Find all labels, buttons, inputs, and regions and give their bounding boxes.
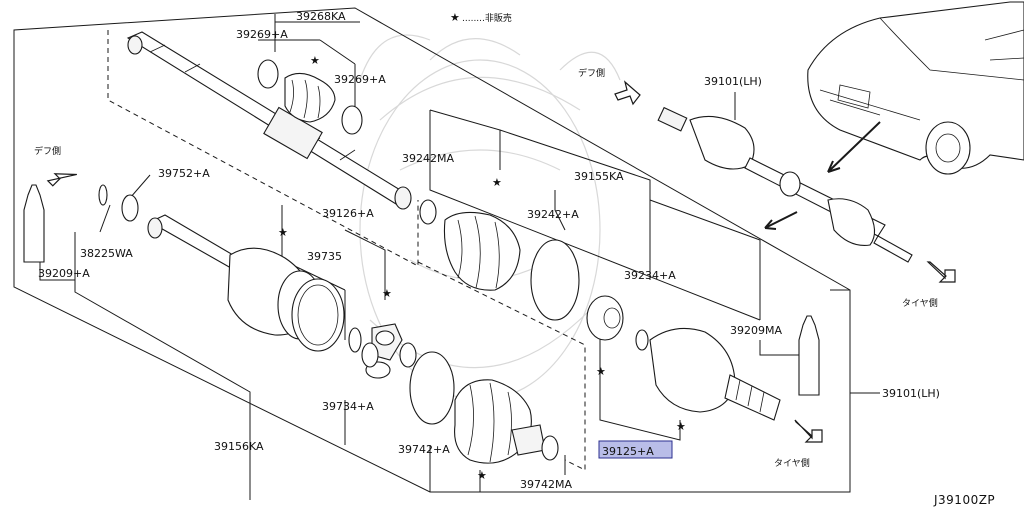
- part-labels: 39268KA 39269+A 39269+A 39752+A 38225WA …: [38, 10, 940, 491]
- part-label-39101LH[interactable]: 39101(LH): [882, 387, 940, 400]
- legend-star: ★: [450, 11, 460, 24]
- vehicle-illustration: [807, 1, 1024, 175]
- non-sale-markers: ★ ★ ★ ★ ★ ★ ★: [278, 54, 686, 482]
- part-label-39101LH[interactable]: 39101(LH): [704, 75, 762, 88]
- part-label-39125A[interactable]: 39125+A: [602, 445, 654, 458]
- direction-label-diff: デフ側: [578, 67, 605, 79]
- grease-tube-39209MA: [798, 315, 820, 396]
- group-inner-shaft: [107, 30, 419, 267]
- star-marker: ★: [596, 365, 606, 378]
- direction-label-tire: タイヤ側: [902, 297, 938, 309]
- direction-label-tire: タイヤ側: [774, 457, 810, 469]
- part-label-39752A[interactable]: 39752+A: [158, 167, 210, 180]
- part-label-39209MA[interactable]: 39209MA: [730, 324, 782, 337]
- part-label-39234A[interactable]: 39234+A: [624, 269, 676, 282]
- leader-lines: [39, 14, 880, 500]
- star-marker: ★: [492, 176, 502, 189]
- direction-arrow-diff-left: [46, 173, 77, 187]
- inner-joint-housing: [147, 214, 417, 379]
- vehicle-pointer-arrow: [827, 121, 881, 173]
- part-label-39735[interactable]: 39735: [307, 250, 342, 263]
- small-boot-top: [257, 59, 363, 135]
- star-marker: ★: [310, 54, 320, 67]
- assembly-pointer-arrow: [764, 211, 798, 230]
- drive-shaft: [126, 31, 412, 210]
- part-label-39126A[interactable]: 39126+A: [322, 207, 374, 220]
- direction-label-diff: デフ側: [34, 145, 61, 157]
- grease-tube-39209A: [23, 184, 45, 263]
- diagram-code: J39100ZP: [933, 493, 995, 507]
- part-label-39269A[interactable]: 39269+A: [334, 73, 386, 86]
- part-label-39742MA[interactable]: 39742MA: [520, 478, 572, 491]
- part-label-39269A[interactable]: 39269+A: [236, 28, 288, 41]
- direction-arrow-tire-bottom: [794, 419, 823, 443]
- star-marker: ★: [676, 420, 686, 433]
- direction-arrow-tire-right: [926, 261, 956, 283]
- outer-boot: [419, 199, 580, 321]
- outer-cv-joint: [586, 295, 781, 421]
- part-label-38225WA[interactable]: 38225WA: [80, 247, 133, 260]
- ring-39752A: [121, 194, 139, 222]
- part-label-39742A[interactable]: 39742+A: [398, 443, 450, 456]
- assembled-shaft-lh: [657, 106, 913, 263]
- inner-boot: [409, 351, 559, 464]
- direction-arrow-diff-top: [614, 80, 641, 106]
- star-marker: ★: [477, 469, 487, 482]
- part-label-39268KA[interactable]: 39268KA: [296, 10, 346, 23]
- snap-ring-38225WA: [98, 184, 108, 206]
- part-label-39156KA[interactable]: 39156KA: [214, 440, 264, 453]
- part-label-39209A[interactable]: 39209+A: [38, 267, 90, 280]
- part-label-39242A[interactable]: 39242+A: [527, 208, 579, 221]
- part-label-39155KA[interactable]: 39155KA: [574, 170, 624, 183]
- star-marker: ★: [382, 287, 392, 300]
- part-label-39734A[interactable]: 39734+A: [322, 400, 374, 413]
- part-label-highlight: [598, 440, 673, 459]
- group-inner-joint: [417, 261, 586, 471]
- legend-text: ........非販売: [462, 12, 512, 24]
- part-label-39242MA[interactable]: 39242MA: [402, 152, 454, 165]
- star-marker: ★: [278, 226, 288, 239]
